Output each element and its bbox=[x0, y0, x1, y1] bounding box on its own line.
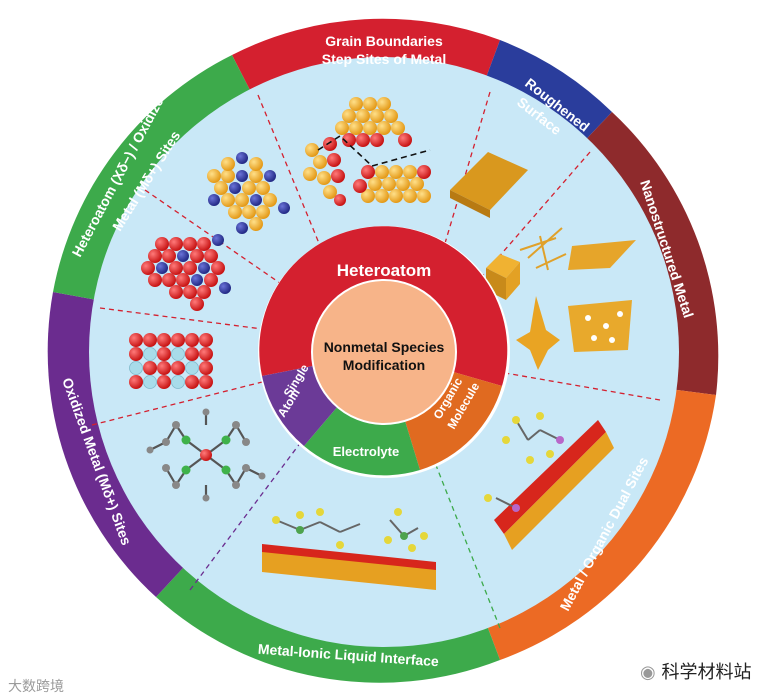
wechat-icon: ◉ bbox=[640, 662, 656, 683]
label-inner-heteroatom: Heteroatom bbox=[337, 261, 431, 280]
divider-5 bbox=[99, 307, 271, 331]
center-circle bbox=[311, 279, 457, 425]
dividers bbox=[91, 91, 661, 629]
oxidized-metal-lattice bbox=[129, 333, 213, 389]
heteroatom-lattice-2 bbox=[141, 234, 231, 311]
rough-surface-block bbox=[450, 152, 528, 218]
divider-2 bbox=[439, 91, 491, 261]
label-grain-1: Grain Boundaries bbox=[325, 33, 443, 49]
divider-4 bbox=[487, 369, 661, 401]
divider-7 bbox=[91, 379, 271, 426]
grain-boundary-illustration bbox=[303, 97, 431, 206]
single-atom-molecule bbox=[146, 408, 266, 502]
nanostructure-illustrations bbox=[486, 227, 636, 370]
watermark-right-text: 科学材料站 bbox=[661, 662, 752, 683]
divider-6 bbox=[144, 189, 291, 291]
watermark-left: 大数跨境 bbox=[8, 676, 64, 696]
label-inner-electrolyte: Electrolyte bbox=[333, 444, 399, 459]
divider-8 bbox=[189, 429, 311, 591]
center-title: Nonmetal Species Modification bbox=[324, 339, 445, 373]
ionic-liquid-slab bbox=[262, 508, 436, 590]
divider-3 bbox=[469, 151, 591, 291]
watermark-left-text: 大数跨境 bbox=[8, 679, 64, 695]
heteroatom-lattice-1 bbox=[207, 152, 290, 234]
divider-1 bbox=[257, 94, 331, 271]
center-title-line2: Modification bbox=[343, 357, 425, 373]
label-grain-2: Step Sites of Metal bbox=[322, 51, 446, 67]
watermark-right: ◉ 科学材料站 bbox=[640, 658, 751, 684]
center-title-line1: Nonmetal Species bbox=[324, 339, 445, 355]
inner-ring bbox=[258, 226, 510, 478]
dual-sites-illustration bbox=[484, 412, 614, 550]
divider-9 bbox=[429, 449, 501, 629]
